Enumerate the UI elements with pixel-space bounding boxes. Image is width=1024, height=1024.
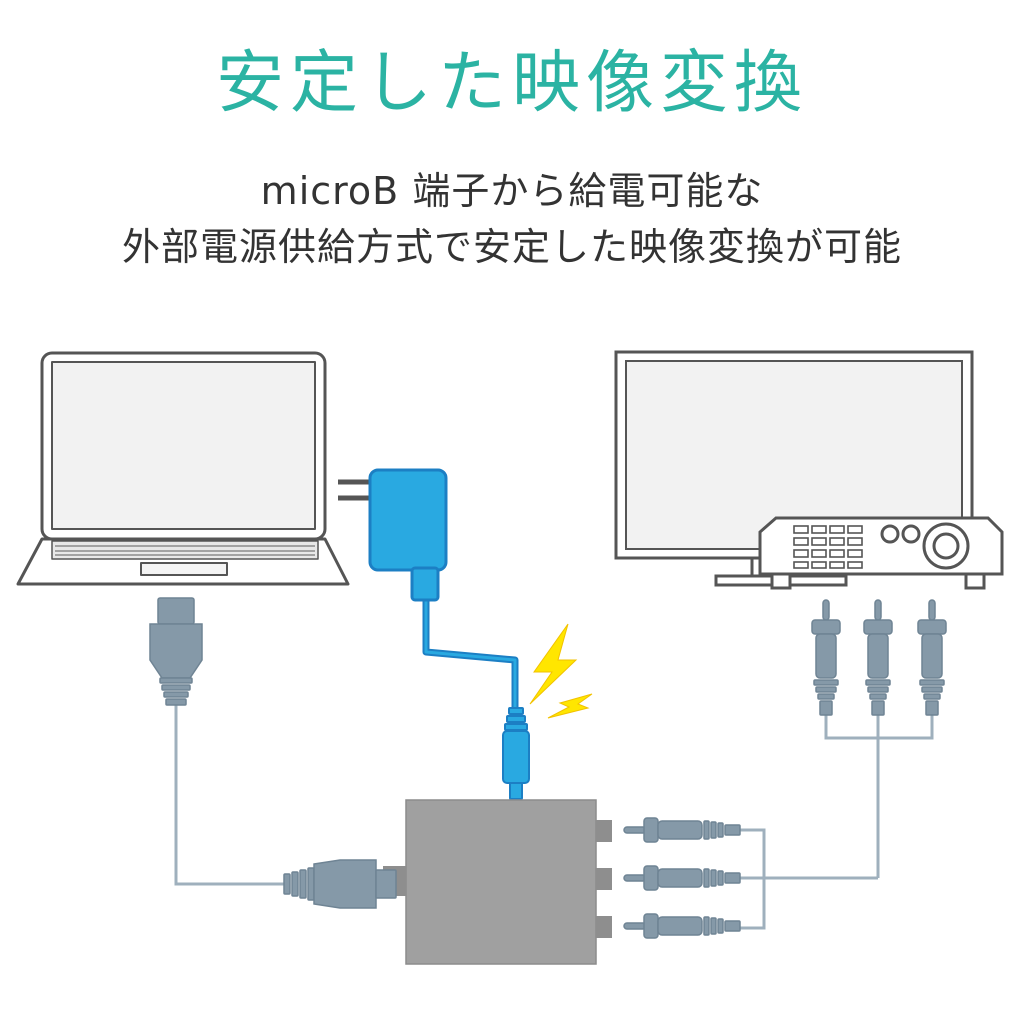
rca-port-3 xyxy=(596,916,612,938)
projector-lens-inner xyxy=(932,532,960,560)
adapter-body xyxy=(368,468,448,572)
projector-icon xyxy=(758,516,1004,590)
projector-knob-2 xyxy=(901,524,921,544)
hdmi-plug-bottom xyxy=(283,859,397,909)
rca-plug-top-2 xyxy=(863,599,893,716)
projector-foot-left xyxy=(770,572,792,590)
microb-plug-body xyxy=(502,730,530,784)
rca-plug-bottom-3 xyxy=(623,913,741,939)
rca-plug-top-3 xyxy=(917,599,947,716)
projector-knob-1 xyxy=(880,524,900,544)
lightning-icon xyxy=(529,623,593,719)
converter-box-icon xyxy=(383,799,612,965)
rca-port-1 xyxy=(596,820,612,842)
subtitle-line-1: microB 端子から給電可能な xyxy=(260,169,764,213)
laptop-keyboard xyxy=(51,540,319,560)
laptop-screen xyxy=(51,361,316,530)
hdmi-plug-bottom-tip xyxy=(375,869,397,899)
projector-vents xyxy=(793,525,863,569)
microb-plug xyxy=(502,707,530,800)
rca-plug-bottom-2 xyxy=(623,865,741,891)
page-title: 安定した映像変換 xyxy=(215,44,808,123)
projector-foot-right xyxy=(964,572,986,590)
hdmi-plug-bottom-body xyxy=(313,859,377,909)
adapter-strain-relief xyxy=(410,566,440,602)
laptop-icon xyxy=(16,351,350,586)
laptop-trackpad xyxy=(140,562,228,576)
microb-plug-tip xyxy=(509,782,523,800)
lightning-bolt-small xyxy=(547,693,593,719)
hdmi-plug-top xyxy=(149,597,203,706)
lightning-bolt-large xyxy=(529,623,578,705)
ac-adapter-icon xyxy=(338,468,448,602)
power-cable xyxy=(422,600,519,712)
rca-cable xyxy=(740,715,934,930)
plug-prongs xyxy=(338,479,372,501)
hdmi-plug-top-tip xyxy=(157,597,195,625)
hdmi-cable xyxy=(174,700,286,886)
hdmi-cable-line xyxy=(174,700,286,886)
rca-port-2 xyxy=(596,868,612,890)
converter-body xyxy=(405,799,597,965)
rca-plug-bottom-1 xyxy=(623,817,741,843)
keyboard-keys xyxy=(55,545,315,556)
rca-plug-top-1 xyxy=(811,599,841,716)
hdmi-plug-top-body xyxy=(149,623,203,679)
subtitle-line-2: 外部電源供給方式で安定した映像変換が可能 xyxy=(121,225,902,269)
